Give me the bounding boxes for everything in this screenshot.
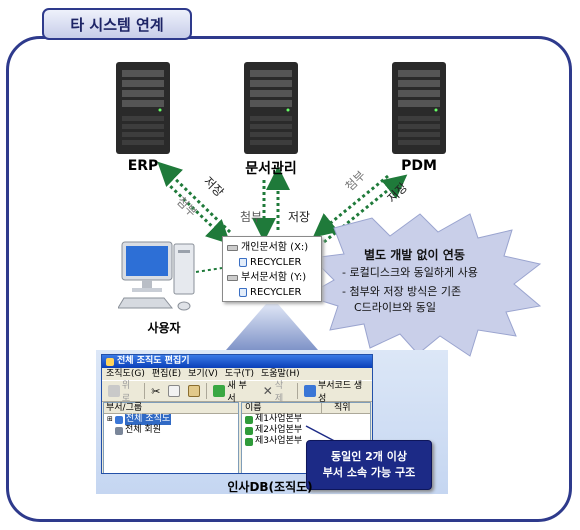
personal-recycler-label: RECYCLER bbox=[250, 257, 302, 268]
paste-button[interactable] bbox=[186, 382, 202, 400]
menu-item-edit[interactable]: 편집(E) bbox=[151, 369, 182, 379]
highlight-burst bbox=[304, 213, 542, 357]
column-position[interactable]: 직위 bbox=[334, 403, 351, 413]
user-link bbox=[195, 267, 223, 273]
column-name[interactable]: 이름 bbox=[242, 403, 322, 413]
multi-dept-callout: 동일인 2개 이상 부서 소속 가능 구조 bbox=[306, 440, 432, 490]
erp-attach-arrow bbox=[164, 180, 231, 245]
dept-drive-row[interactable]: 부서문서함 (Y:) bbox=[227, 270, 317, 285]
delete-button[interactable]: ✕ 삭제 bbox=[262, 381, 284, 404]
tree-item-all-members[interactable]: 전체 회원 bbox=[104, 425, 238, 436]
burst-bullet: - 로컬디스크와 동일하게 사용 bbox=[342, 266, 478, 279]
recycle-bin-icon bbox=[239, 258, 247, 267]
doc-server-icon bbox=[244, 62, 298, 154]
pdm-server-icon bbox=[392, 62, 446, 154]
recycle-bin-icon bbox=[239, 288, 247, 297]
cut-button[interactable]: ✂ bbox=[149, 382, 162, 400]
window-title: 전체 조직도 편집기 bbox=[117, 356, 190, 366]
hr-db-label: 인사DB(조직도) bbox=[227, 480, 313, 494]
menu-item-help[interactable]: 도움말(H) bbox=[260, 369, 300, 379]
toolbar-separator bbox=[206, 383, 208, 399]
expand-icon: ⊞ bbox=[107, 415, 113, 423]
callout-line-2: 부서 소속 가능 구조 bbox=[322, 466, 416, 479]
list-item[interactable]: 제1사업본부 bbox=[242, 414, 370, 425]
menu-item-tools[interactable]: 도구(T) bbox=[224, 369, 254, 379]
tree-item-all-org[interactable]: ⊞ 전체 조직도 bbox=[107, 414, 172, 425]
doc-management-label: 문서관리 bbox=[245, 161, 297, 177]
list-item[interactable]: 제2사업본부 bbox=[242, 425, 370, 436]
dept-tree-header: 부서/그룹 bbox=[104, 403, 238, 414]
user-label: 사용자 bbox=[147, 321, 181, 335]
window-title-bar[interactable]: 전체 조직도 편집기 bbox=[102, 355, 372, 368]
dept-icon bbox=[245, 415, 253, 424]
menu-bar: 조직도(G) 편집(E) 보기(V) 도구(T) 도움말(H) bbox=[102, 368, 372, 380]
member-list-header: 이름 직위 bbox=[242, 403, 370, 414]
copy-icon bbox=[168, 385, 181, 397]
scissors-icon: ✂ bbox=[151, 384, 161, 398]
dept-icon bbox=[245, 437, 253, 446]
toolbar-separator bbox=[144, 383, 146, 399]
erp-server-icon bbox=[116, 62, 170, 154]
copy-button[interactable] bbox=[166, 382, 182, 400]
app-icon bbox=[106, 357, 114, 366]
dept-code-icon bbox=[304, 385, 316, 397]
user-computer-icon bbox=[118, 241, 195, 311]
page-title: 타 시스템 연계 bbox=[42, 8, 192, 40]
burst-text: 별도 개발 없이 연동 - 로컬디스크와 동일하게 사용 - 첨부와 저장 방식… bbox=[342, 247, 542, 316]
toolbar: 위로 ✂ 새 부서 ✕ 삭제 부서코드 생성 bbox=[102, 380, 372, 404]
drive-icon bbox=[227, 274, 238, 281]
up-button[interactable]: 위로 bbox=[106, 381, 140, 404]
personal-recycler-row[interactable]: RECYCLER bbox=[227, 255, 317, 270]
pdm-label: PDM bbox=[401, 158, 437, 174]
sync-cone bbox=[226, 304, 318, 350]
paste-icon bbox=[188, 385, 201, 397]
doc-save-label: 저장 bbox=[288, 210, 311, 224]
org-icon bbox=[114, 415, 123, 424]
new-dept-button[interactable]: 새 부서 bbox=[211, 381, 256, 404]
up-icon bbox=[108, 385, 120, 397]
burst-bullet-continued: C드라이브와 동일 bbox=[354, 301, 437, 314]
pdm-save-arrow bbox=[323, 174, 408, 244]
erp-label: ERP bbox=[127, 158, 159, 174]
callout-line-1: 동일인 2개 이상 bbox=[330, 450, 408, 463]
dept-recycler-label: RECYCLER bbox=[250, 287, 302, 298]
burst-bullet: - 첨부와 저장 방식은 기존 bbox=[342, 285, 462, 298]
members-icon bbox=[115, 426, 123, 435]
dept-tree-pane: 부서/그룹 ⊞ 전체 조직도 전체 회원 bbox=[103, 402, 239, 473]
drive-icon bbox=[227, 244, 238, 251]
network-drive-panel: 개인문서함 (X:) RECYCLER 부서문서함 (Y:) RECYCLER bbox=[222, 236, 322, 302]
dept-code-button[interactable]: 부서코드 생성 bbox=[302, 381, 372, 404]
burst-title: 별도 개발 없이 연동 bbox=[364, 248, 465, 262]
new-dept-icon bbox=[213, 385, 226, 397]
personal-drive-row[interactable]: 개인문서함 (X:) bbox=[227, 240, 317, 255]
doc-attach-label: 첨부 bbox=[240, 210, 263, 224]
toolbar-separator bbox=[297, 383, 299, 399]
delete-x-icon: ✕ bbox=[262, 384, 273, 398]
list-item[interactable]: 제3사업본부 bbox=[242, 436, 370, 447]
menu-item-view[interactable]: 보기(V) bbox=[188, 369, 218, 379]
personal-drive-label: 개인문서함 (X:) bbox=[241, 242, 309, 253]
dept-recycler-row[interactable]: RECYCLER bbox=[227, 285, 317, 300]
pdm-attach-arrow bbox=[312, 174, 389, 238]
dept-drive-label: 부서문서함 (Y:) bbox=[241, 272, 307, 283]
dept-icon bbox=[245, 426, 253, 435]
menu-item-org[interactable]: 조직도(G) bbox=[106, 369, 145, 379]
